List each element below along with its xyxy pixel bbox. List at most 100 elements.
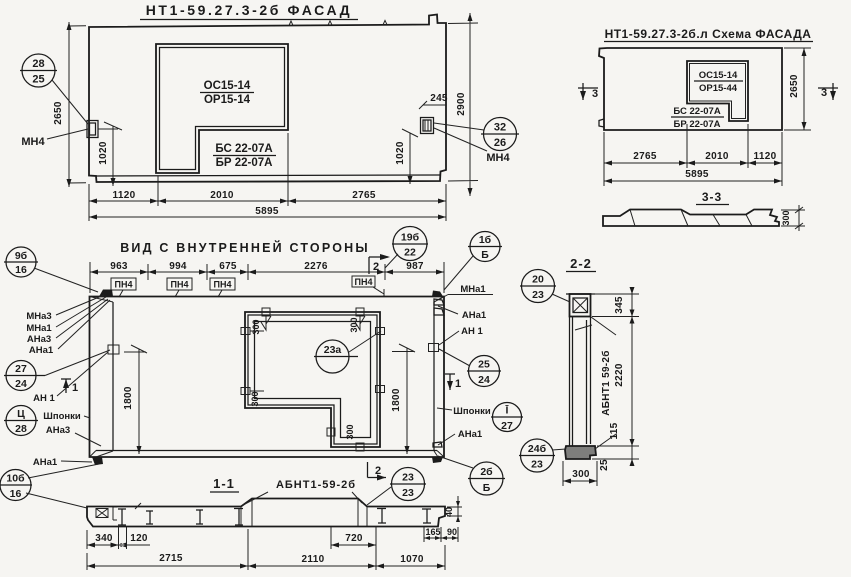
- svg-text:2900: 2900: [456, 92, 467, 116]
- svg-text:23: 23: [402, 487, 414, 499]
- svg-text:АНа1: АНа1: [33, 457, 58, 468]
- svg-text:МНа3: МНа3: [26, 311, 51, 322]
- svg-text:1800: 1800: [391, 388, 402, 412]
- svg-text:АНа1: АНа1: [458, 429, 483, 440]
- svg-text:2765: 2765: [352, 190, 376, 201]
- svg-text:БР 22-07А: БР 22-07А: [216, 157, 273, 169]
- svg-text:2б: 2б: [480, 466, 493, 478]
- svg-text:24б: 24б: [528, 443, 547, 455]
- svg-text:23: 23: [532, 289, 544, 301]
- svg-text:300: 300: [251, 319, 261, 334]
- svg-text:27: 27: [501, 420, 513, 432]
- svg-text:ОС15-14: ОС15-14: [204, 80, 251, 92]
- svg-text:Б: Б: [481, 249, 489, 261]
- svg-text:20: 20: [532, 274, 544, 286]
- svg-text:ВИД С ВНУТРЕННЕЙ СТОРОНЫ: ВИД С ВНУТРЕННЕЙ СТОРОНЫ: [120, 240, 370, 255]
- svg-text:300: 300: [349, 317, 359, 332]
- svg-text:345: 345: [614, 296, 625, 314]
- svg-text:БС 22-07А: БС 22-07А: [673, 106, 721, 117]
- svg-text:АН 1: АН 1: [33, 393, 55, 404]
- svg-text:987: 987: [406, 261, 424, 272]
- svg-text:25: 25: [478, 359, 490, 371]
- svg-text:23: 23: [402, 472, 414, 484]
- svg-text:24: 24: [15, 378, 27, 390]
- svg-text:28: 28: [32, 58, 44, 70]
- svg-text:675: 675: [219, 261, 237, 272]
- svg-text:АНа1: АНа1: [462, 310, 487, 321]
- svg-text:25: 25: [32, 74, 44, 86]
- svg-text:ОС15-14: ОС15-14: [699, 70, 738, 81]
- svg-text:10б: 10б: [6, 473, 25, 485]
- svg-text:963: 963: [110, 261, 128, 272]
- svg-text:ПН4: ПН4: [214, 280, 232, 290]
- svg-text:340: 340: [95, 533, 113, 544]
- svg-text:БР 22-07А: БР 22-07А: [674, 119, 721, 130]
- svg-text:3: 3: [592, 88, 598, 100]
- svg-text:Шпонки: Шпонки: [453, 406, 491, 417]
- svg-text:3: 3: [821, 87, 827, 99]
- svg-text:720: 720: [345, 533, 363, 544]
- svg-text:994: 994: [169, 261, 187, 272]
- svg-text:1070: 1070: [400, 554, 424, 565]
- svg-text:НТ1-59.27.3-2б.л Схема ФАСАДА: НТ1-59.27.3-2б.л Схема ФАСАДА: [605, 27, 812, 41]
- svg-text:2276: 2276: [304, 261, 328, 272]
- svg-text:300: 300: [345, 424, 355, 439]
- svg-text:9б: 9б: [15, 250, 28, 262]
- svg-text:300: 300: [781, 210, 791, 225]
- svg-text:Шпонки: Шпонки: [43, 411, 81, 422]
- svg-text:5895: 5895: [255, 206, 279, 217]
- svg-text:165: 165: [425, 527, 440, 537]
- svg-text:2-2: 2-2: [570, 256, 592, 271]
- svg-text:245: 245: [430, 93, 448, 104]
- svg-text:40: 40: [444, 507, 454, 517]
- svg-text:300: 300: [572, 469, 590, 480]
- svg-text:28: 28: [15, 423, 27, 435]
- svg-text:115: 115: [609, 422, 620, 439]
- svg-text:БС 22-07А: БС 22-07А: [215, 143, 272, 155]
- svg-text:МН4: МН4: [486, 152, 510, 164]
- svg-text:АНа3: АНа3: [46, 425, 70, 436]
- svg-text:26: 26: [494, 137, 506, 149]
- svg-text:2010: 2010: [705, 151, 729, 162]
- svg-text:300: 300: [250, 391, 260, 406]
- svg-text:3-3: 3-3: [702, 190, 722, 204]
- svg-text:АБНТ1 59-2б: АБНТ1 59-2б: [600, 350, 612, 416]
- svg-text:АНа1: АНа1: [29, 345, 54, 356]
- svg-text:120: 120: [130, 533, 148, 544]
- svg-text:ПН4: ПН4: [355, 277, 373, 287]
- svg-text:32: 32: [494, 122, 506, 134]
- svg-text:1: 1: [455, 378, 461, 390]
- svg-text:16: 16: [10, 488, 22, 500]
- svg-text:Б: Б: [483, 482, 491, 494]
- svg-text:АНа3: АНа3: [27, 334, 51, 345]
- svg-text:2010: 2010: [210, 190, 234, 201]
- svg-text:1020: 1020: [395, 141, 406, 165]
- svg-text:2220: 2220: [614, 363, 625, 387]
- svg-text:НТ1-59.27.3-2б ФАСАД: НТ1-59.27.3-2б ФАСАД: [146, 2, 353, 18]
- svg-text:2765: 2765: [633, 151, 657, 162]
- svg-text:24: 24: [478, 374, 490, 386]
- svg-text:5895: 5895: [685, 169, 709, 180]
- svg-text:1020: 1020: [98, 141, 109, 165]
- svg-text:2650: 2650: [53, 101, 64, 125]
- svg-text:23а: 23а: [324, 344, 342, 356]
- svg-text:Ī: Ī: [505, 405, 510, 417]
- svg-text:16: 16: [15, 264, 27, 276]
- svg-text:ОР15-14: ОР15-14: [204, 94, 251, 106]
- svg-text:МНа1: МНа1: [460, 284, 486, 295]
- svg-text:2715: 2715: [159, 553, 183, 564]
- svg-text:1б: 1б: [479, 234, 492, 246]
- svg-text:1120: 1120: [754, 151, 777, 162]
- svg-text:Ц: Ц: [17, 408, 25, 420]
- svg-text:АН 1: АН 1: [461, 326, 483, 337]
- svg-text:МН4: МН4: [21, 136, 45, 148]
- svg-text:АБНТ1-59-2б: АБНТ1-59-2б: [276, 479, 356, 491]
- svg-text:ПН4: ПН4: [171, 280, 189, 290]
- svg-text:27: 27: [15, 363, 27, 375]
- svg-text:2: 2: [375, 465, 381, 477]
- svg-text:1: 1: [72, 382, 78, 394]
- svg-text:2: 2: [373, 261, 379, 273]
- svg-text:19б: 19б: [401, 232, 420, 244]
- svg-text:1-1: 1-1: [213, 476, 235, 491]
- svg-text:ОР15-44: ОР15-44: [699, 83, 738, 94]
